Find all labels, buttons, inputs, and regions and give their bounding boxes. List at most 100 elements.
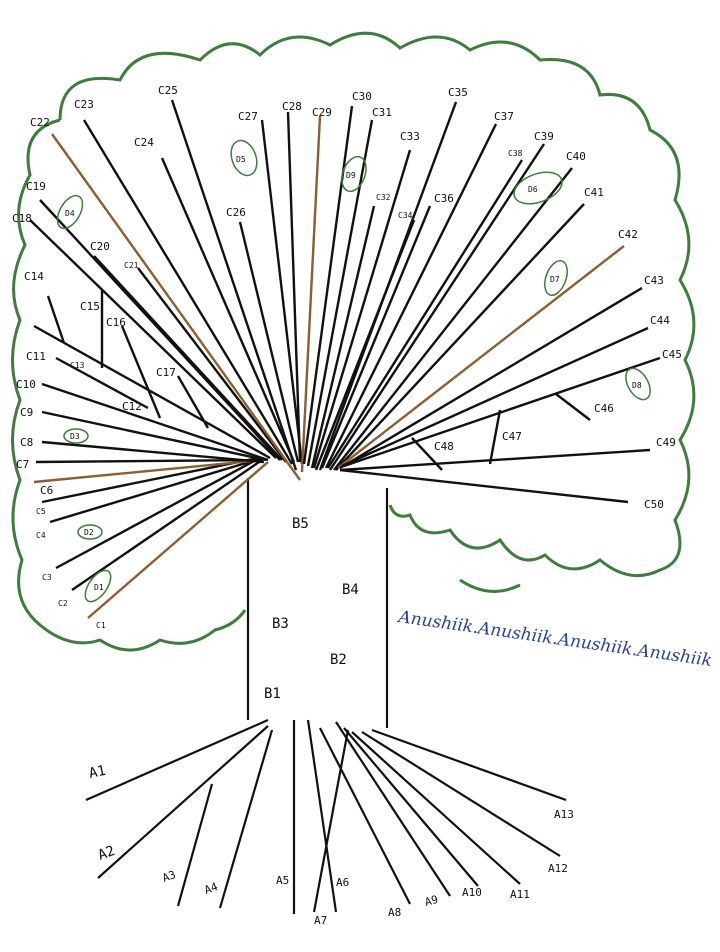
branch-c27 — [260, 119, 304, 465]
branch-label-c30: C30 — [352, 90, 372, 103]
root-a9 — [335, 721, 451, 897]
branch-c17 — [176, 375, 210, 429]
leaf-d2 — [77, 524, 103, 540]
branch-label-c42: C42 — [618, 228, 638, 241]
branch-c49 — [339, 448, 651, 472]
branches — [29, 99, 661, 619]
branch-label-c29: C29 — [312, 106, 332, 119]
branch-c29 — [300, 115, 322, 473]
branch-c4 — [49, 458, 257, 524]
branch-c23 — [82, 119, 294, 465]
branch-label-c48: C48 — [434, 440, 454, 453]
root-a8 — [319, 727, 411, 905]
leaf-d3 — [63, 428, 89, 444]
branch-label-c21: C21 — [124, 261, 139, 270]
branch-label-c19: C19 — [26, 180, 46, 193]
branch-c44 — [341, 326, 649, 468]
root-label-a4: A4 — [203, 880, 220, 897]
branch-label-c16: C16 — [106, 316, 126, 329]
branch-c43 — [339, 286, 643, 470]
branch-label-c2: C2 — [58, 599, 68, 608]
branch-c14 — [46, 295, 66, 344]
branch-c41 — [335, 203, 585, 471]
leaf-label-d4: D4 — [65, 209, 75, 218]
leaf-d1 — [84, 569, 112, 603]
root-a7 — [312, 729, 350, 913]
branch-label-c46: C46 — [594, 402, 614, 415]
trunk-label-b4: B4 — [342, 582, 359, 598]
branch-label-c40: C40 — [566, 150, 586, 163]
branch-c19 — [39, 199, 281, 461]
branch-c2 — [71, 459, 263, 591]
branch-label-c18: C18 — [12, 212, 32, 225]
root-a13 — [371, 728, 567, 802]
leaf-d7 — [544, 259, 568, 297]
root-label-a1: A1 — [88, 763, 108, 782]
root-label-a3: A3 — [161, 868, 178, 885]
branch-label-c24: C24 — [134, 136, 154, 149]
branch-label-c23: C23 — [74, 98, 94, 111]
branch-c5 — [41, 456, 259, 504]
branch-label-c35: C35 — [448, 86, 468, 99]
branch-c40 — [333, 167, 573, 471]
branch-c38 — [326, 159, 524, 469]
branch-label-c27: C27 — [238, 110, 258, 123]
leaf-d9 — [341, 155, 367, 193]
branch-c20 — [93, 255, 283, 461]
branch-label-c34: C34 — [398, 211, 413, 220]
branch-c1 — [87, 461, 269, 619]
leaf-label-d2: D2 — [84, 528, 94, 537]
branch-label-c11: C11 — [26, 350, 46, 363]
branch-label-c13: C13 — [70, 361, 85, 370]
branch-c22 — [51, 133, 301, 481]
root-a11 — [351, 731, 521, 885]
branch-label-c22: C22 — [30, 116, 50, 129]
branch-c25 — [170, 99, 298, 471]
root-a2 — [97, 725, 269, 879]
canopy-outline — [58, 31, 696, 578]
branch-label-c31: C31 — [372, 106, 392, 119]
leaf-d5 — [230, 139, 258, 177]
canopy-outline-left — [11, 118, 247, 652]
branch-c8 — [41, 440, 265, 464]
branch-c10 — [41, 382, 269, 462]
branch-label-c38: C38 — [508, 149, 523, 158]
branch-c18 — [29, 219, 277, 459]
root-label-a11: A11 — [510, 888, 530, 901]
trunk-label-b2: B2 — [330, 652, 347, 668]
branch-c26 — [238, 221, 300, 463]
leaf-label-d8: D8 — [632, 381, 642, 390]
branch-label-c37: C37 — [494, 110, 514, 123]
leaves — [56, 139, 651, 603]
trunk-label-b1: B1 — [264, 686, 281, 702]
branch-c6 — [33, 458, 263, 484]
branch-c46 — [555, 393, 591, 421]
branch-c3 — [55, 458, 257, 570]
branch-c16 — [120, 325, 162, 419]
branch-c21 — [137, 267, 287, 463]
root-a1 — [85, 718, 269, 802]
branch-label-c15: C15 — [80, 300, 100, 313]
branch-label-c25: C25 — [158, 84, 178, 97]
branch-label-c41: C41 — [584, 186, 604, 199]
branch-label-c32: C32 — [376, 193, 391, 202]
branch-c7 — [35, 458, 263, 464]
branch-label-c12: C12 — [122, 400, 142, 413]
root-a12 — [361, 731, 561, 857]
branch-c50 — [339, 468, 629, 504]
branch-label-c39: C39 — [534, 130, 554, 143]
branch-c32 — [310, 205, 376, 469]
leaf-label-d7: D7 — [550, 275, 560, 284]
branch-label-c44: C44 — [650, 314, 670, 327]
root-label-a2: A2 — [96, 843, 117, 864]
branch-c24 — [160, 157, 296, 463]
branch-label-c1: C1 — [96, 621, 106, 630]
root-label-a6: A6 — [336, 876, 349, 889]
branch-label-c49: C49 — [656, 436, 676, 449]
trunk-label-b5: B5 — [292, 516, 309, 532]
branch-label-c14: C14 — [24, 270, 44, 283]
root-label-a7: A7 — [314, 914, 327, 927]
branch-label-c9: C9 — [20, 406, 33, 419]
branch-label-c50: C50 — [644, 498, 664, 511]
